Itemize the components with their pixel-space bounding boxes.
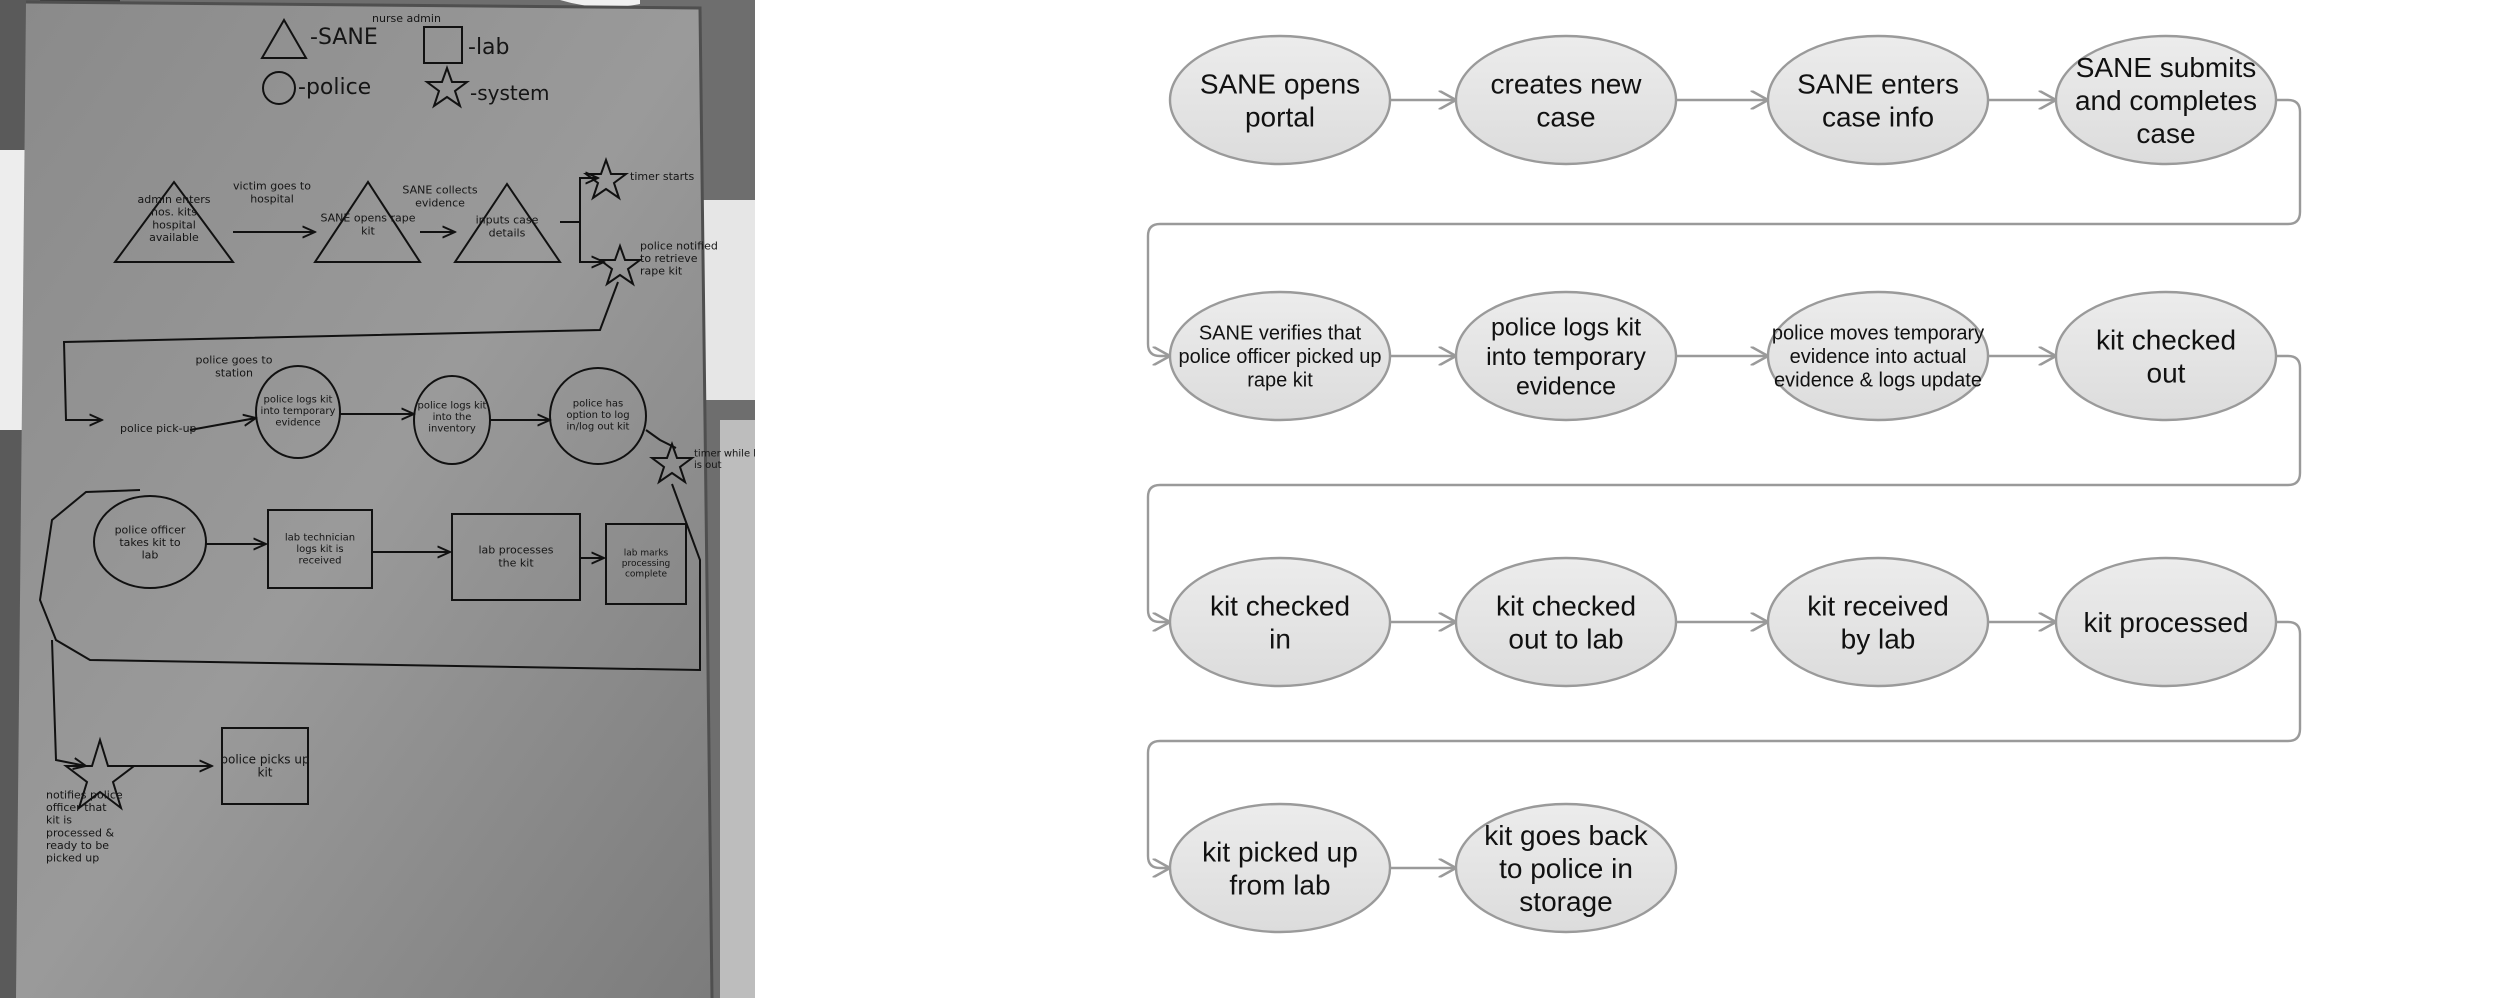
flow-node-shape <box>1168 290 1392 422</box>
flow-node-shape <box>1168 34 1392 166</box>
flow-wrap-arrow <box>1146 354 2302 622</box>
legend-sane-sub: nurse admin <box>372 12 441 25</box>
flow-node-shape <box>1168 802 1392 934</box>
flow-node-shape <box>1766 556 1990 688</box>
legend-police: -police <box>298 75 371 100</box>
legend-system: -system <box>470 81 550 105</box>
flow-node-shape <box>1766 34 1990 166</box>
flow-node-shape <box>1454 556 1678 688</box>
flow-wrap-arrow <box>1146 98 2302 356</box>
note-star1: timer starts <box>630 170 694 183</box>
connectors <box>1146 98 2302 868</box>
flow-node-shape <box>1454 34 1678 166</box>
legend-sane: -SANE <box>310 25 378 50</box>
flow-node-shape <box>1168 556 1392 688</box>
flow-node-shape <box>1766 290 1990 422</box>
flow-node-shape <box>2054 290 2278 422</box>
flow-node-label: kit processed <box>2084 607 2249 638</box>
flow-node: kit processed <box>2054 556 2278 688</box>
flow-node-shape <box>1454 802 1678 934</box>
whiteboard-photo: -SANE nurse admin -lab -police -system a… <box>0 0 755 998</box>
flow-wrap-arrow <box>1146 620 2302 868</box>
legend-lab: -lab <box>468 35 510 60</box>
flow-node-shape <box>1454 290 1678 422</box>
note-pickup: police pick-up <box>120 422 197 435</box>
flow-node-shape <box>2054 34 2278 166</box>
flow-node-shape <box>2054 556 2278 688</box>
